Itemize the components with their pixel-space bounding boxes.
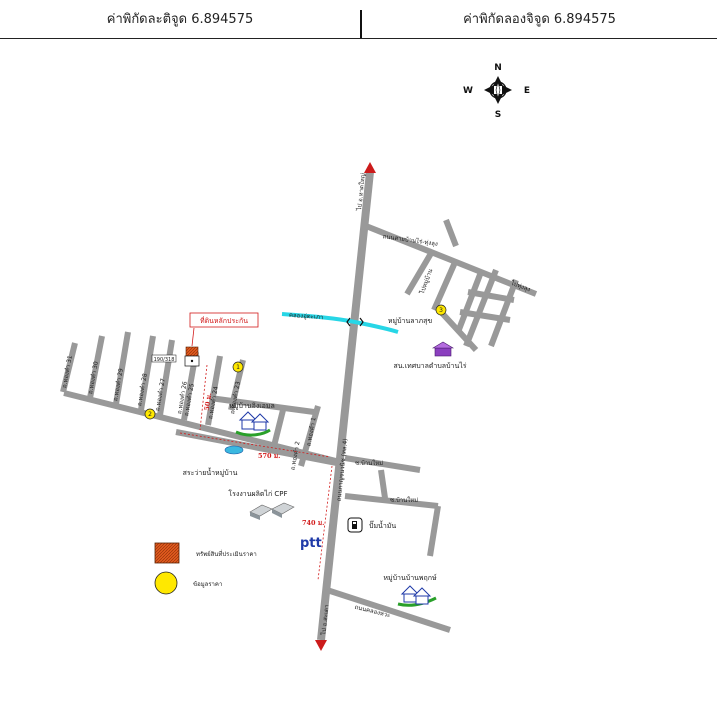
- soi-label: ถ.ทองคำ 31: [61, 355, 74, 389]
- compass-rose-icon: N S W E: [463, 63, 530, 120]
- subject-property: 190/318 ที่ดินหลักประกัน: [151, 312, 259, 367]
- legend-comparable-swatch: [154, 571, 178, 595]
- village-a-label: หมู่บ้านอิงเอมล: [229, 402, 275, 410]
- legend-subject-label: ทรัพย์สินที่ประเมินราคา: [196, 550, 257, 558]
- fuel-label: ปั๊มน้ำมัน: [369, 519, 396, 530]
- temple-label: สน.เทศบาลตำบลบ้านไร่: [393, 361, 466, 370]
- coordinate-header: ค่าพิกัดละติจูด 6.894575 ค่าพิกัดลองจิจู…: [0, 0, 717, 39]
- village-a-icon: [235, 411, 271, 437]
- road-label-ban-mai-1: ซ.บ้านใหม่: [355, 459, 383, 467]
- ptt-logo: ptt: [300, 536, 322, 551]
- plot-number: 190/318: [154, 357, 175, 363]
- legend-subject-swatch: [154, 542, 180, 564]
- village-b-label: หมู่บ้านลาภสุข: [388, 317, 432, 325]
- main-highway: [315, 162, 376, 651]
- subject-plot-marker: [185, 346, 199, 357]
- header-underline: [590, 38, 717, 39]
- bridge-icon: [346, 317, 364, 327]
- marker-3: 3: [439, 307, 443, 314]
- south-arrow-icon: [315, 640, 327, 651]
- marker-2: 2: [148, 411, 152, 418]
- soi-label: ถ.ทองคำ 29: [112, 368, 125, 402]
- pond-icon: [224, 445, 244, 455]
- longitude-value: ค่าพิกัดลองจิจูด 6.894575: [463, 12, 616, 27]
- distance-1: 50 ม.: [203, 392, 213, 411]
- factory-icon: [249, 502, 295, 520]
- east-roads: [326, 455, 451, 633]
- marker-1: 1: [236, 364, 240, 371]
- factory-label: โรงงานผลิตไก่ CPF: [228, 489, 287, 498]
- road-label-north: ไป อ.หาดใหญ่: [355, 173, 367, 212]
- latitude-value: ค่าพิกัดละติจูด 6.894575: [106, 12, 254, 27]
- dimension-lines: 50 ม. 570 ม. 740 ม.: [179, 364, 333, 581]
- distance-2: 570 ม.: [258, 452, 280, 460]
- comparable-markers: 1 2 3: [144, 304, 447, 420]
- compass-south: S: [495, 110, 501, 120]
- compass-east: E: [524, 86, 530, 96]
- legend-comparable-label: ข้อมูลราคา: [193, 581, 222, 588]
- distance-3: 740 ม.: [302, 519, 324, 527]
- fuel-station-icon: [347, 517, 363, 533]
- village-c-label: หมู่บ้านบ้านพฤกษ์: [383, 574, 437, 582]
- village-c-icon: [397, 585, 437, 607]
- compass-west: W: [463, 86, 473, 96]
- subject-label: ที่ดินหลักประกัน: [200, 316, 248, 325]
- road-label-south: ไป อ.สะเดา: [319, 604, 330, 636]
- soi-label: ถ.ทองคำ 30: [87, 361, 100, 395]
- map-legend: ทรัพย์สินที่ประเมินราคา ข้อมูลราคา: [154, 542, 257, 595]
- header-divider: [360, 10, 362, 38]
- canal: [281, 312, 399, 334]
- road-label-ban-mai-2: ซ.บ้านใหม่: [390, 496, 418, 504]
- temple-icon: [431, 341, 455, 357]
- soi-label: ถ.ทองคำ 2: [290, 441, 302, 471]
- canal-label: คลองอู่ตะเภา: [289, 312, 324, 321]
- compass-north: N: [494, 63, 502, 73]
- soi-label: ถ.ทองคำ 1: [306, 417, 318, 447]
- ptt-station-icon: ptt: [300, 536, 322, 551]
- north-arrow-icon: [364, 162, 376, 173]
- northeast-roads: [364, 218, 538, 353]
- pond-label: สระว่ายน้ำหมู่บ้าน: [183, 466, 238, 477]
